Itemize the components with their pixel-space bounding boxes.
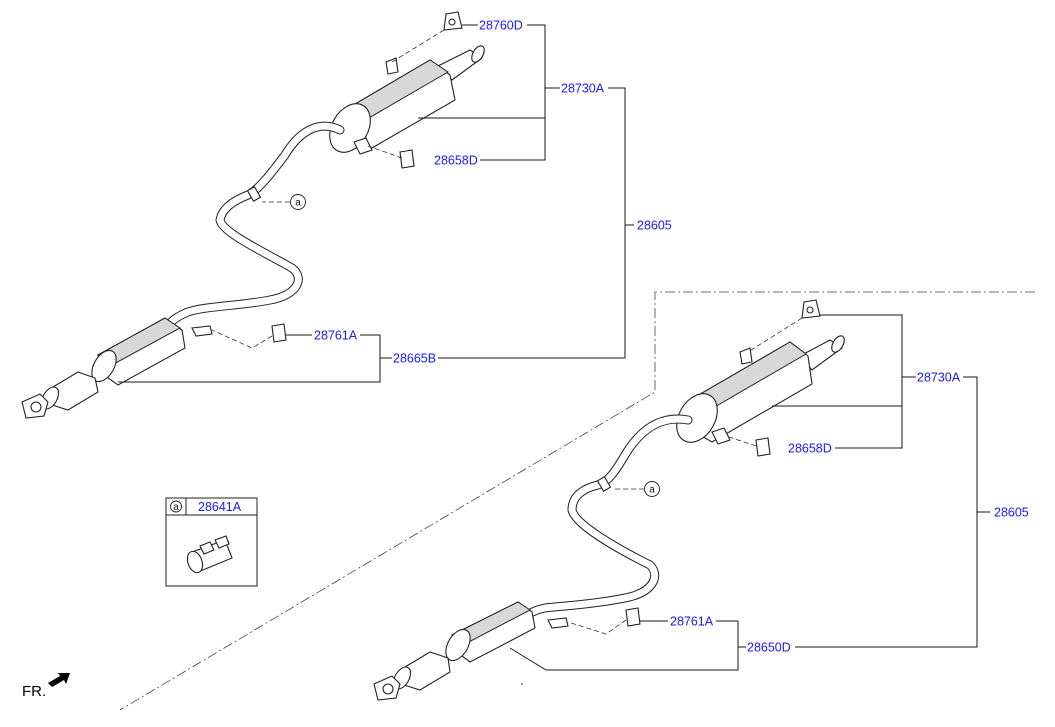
rear-muffler-bottom	[676, 341, 813, 443]
rubber-hanger-28761a-top	[271, 323, 287, 343]
catalytic-converter-bottom	[373, 651, 451, 701]
leader-dash-28658d-bottom	[725, 435, 757, 447]
ref-marker-top	[290, 194, 306, 210]
hanger-bracket-bottom	[739, 347, 753, 365]
ref-marker-bottom	[644, 481, 660, 497]
label-28761a-bottom[interactable]: 28761A	[670, 615, 714, 629]
pipe-top	[163, 121, 345, 331]
tail-pipe-bottom	[799, 335, 845, 371]
detail-box-marker: a	[173, 502, 179, 513]
front-direction-indicator: FR.	[22, 673, 70, 700]
rear-muffler-top	[329, 59, 456, 153]
ref-marker-bottom-text: a	[649, 485, 655, 496]
fr-label: FR.	[22, 683, 46, 700]
bracket-lines-bottom	[509, 314, 990, 671]
label-28760d[interactable]: 28760D	[479, 19, 523, 33]
stray-dot	[521, 683, 523, 685]
bracket-lines-top	[118, 24, 634, 383]
catalytic-converter-top	[21, 371, 99, 419]
leader-dash-28761a	[211, 329, 273, 349]
arrow-icon	[48, 673, 70, 687]
leader-dash-28658d	[367, 145, 403, 159]
hanger-bracket-rear-top	[353, 137, 373, 155]
label-28658d-top[interactable]: 28658D	[434, 154, 478, 168]
label-28650d[interactable]: 28650D	[747, 641, 791, 655]
rubber-hanger-28658d-bottom	[755, 437, 771, 457]
assembly-top: a 28760D 28730A 28658D 28605 28761A 2866…	[21, 11, 672, 419]
label-28730a-top[interactable]: 28730A	[561, 82, 605, 96]
rubber-hanger-28761a-bottom	[625, 607, 641, 627]
leader-dash-hanger-top-bottom	[747, 317, 803, 353]
label-28605-top[interactable]: 28605	[637, 219, 672, 233]
center-muffler-top	[91, 317, 186, 386]
center-muffler-bottom	[445, 601, 536, 663]
leader-dash-28760d	[391, 29, 445, 63]
label-28730a-bottom[interactable]: 28730A	[917, 371, 961, 385]
label-28665b[interactable]: 28665B	[393, 352, 436, 366]
label-28761a-top[interactable]: 28761A	[314, 329, 358, 343]
label-28658d-bottom[interactable]: 28658D	[788, 442, 832, 456]
pipe-bottom	[519, 414, 693, 623]
hanger-bracket-center-top	[191, 325, 213, 337]
hanger-bracket-center-bottom	[547, 617, 569, 629]
assembly-bottom: a 28730A 28658D 28605 28761A 28650D	[373, 299, 1029, 701]
hanger-bracket-rear-bottom	[711, 427, 731, 445]
label-28641a[interactable]: 28641A	[198, 500, 242, 514]
label-28605-bottom[interactable]: 28605	[994, 506, 1029, 520]
hanger-bracket-top	[385, 57, 399, 75]
leader-dash-28761a-bottom	[567, 619, 627, 635]
pipe-clamp-detail	[186, 535, 233, 574]
rubber-hanger-28658d-top	[399, 149, 415, 169]
detail-box: a 28641A	[165, 497, 258, 587]
ref-marker-top-text: a	[295, 198, 301, 209]
separator-line	[119, 291, 1035, 711]
pipe-clamp-bottom	[596, 476, 612, 492]
pipe-clamp-top	[246, 186, 262, 202]
